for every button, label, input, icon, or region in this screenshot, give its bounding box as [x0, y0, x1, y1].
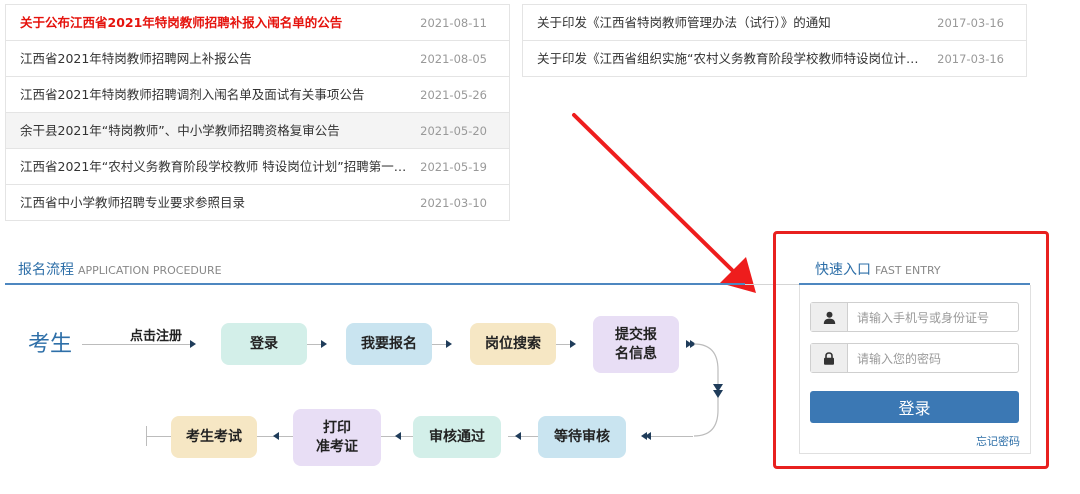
news-item-date: 2021-05-19	[420, 160, 487, 174]
quick-entry-title-en: FAST ENTRY	[875, 264, 941, 277]
news-item[interactable]: 关于印发《江西省特岗教师管理办法（试行）》的通知 2017-03-16	[523, 4, 1026, 41]
forgot-password-link[interactable]: 忘记密码	[976, 435, 1020, 448]
step-print-ticket[interactable]: 打印 准考证	[293, 409, 381, 466]
news-item[interactable]: 关于公布江西省2021年特岗教师招聘补报入闱名单的公告 2021-08-11	[6, 4, 509, 41]
arrow-right-icon	[321, 340, 327, 348]
step-await-review[interactable]: 等待审核	[538, 416, 626, 458]
arrow-left-icon	[395, 432, 401, 440]
flow-connector	[432, 344, 446, 345]
quick-entry-title-underline	[799, 283, 1030, 285]
procedure-title-cn: 报名流程	[18, 262, 74, 278]
arrow-right-icon	[570, 340, 576, 348]
flow-connector	[508, 436, 538, 437]
password-input[interactable]	[855, 348, 1017, 370]
double-arrow-right-icon	[690, 340, 696, 348]
step-take-exam[interactable]: 考生考试	[171, 416, 257, 458]
news-item-date: 2021-05-20	[420, 124, 487, 138]
highlight-frame	[773, 231, 1049, 469]
news-item-date: 2021-03-10	[420, 196, 487, 210]
account-input[interactable]	[855, 307, 1017, 329]
arrow-right-icon	[190, 340, 196, 348]
news-item-title[interactable]: 江西省2021年特岗教师招聘调剂入闱名单及面试有关事项公告	[20, 87, 365, 102]
step-login[interactable]: 登录	[221, 323, 307, 365]
procedure-title-underline	[5, 283, 745, 285]
flow-end-marker	[146, 426, 147, 446]
arrow-left-icon	[273, 432, 279, 440]
double-arrow-left-icon	[641, 432, 647, 440]
lock-icon	[811, 344, 848, 372]
account-field[interactable]	[810, 302, 1019, 332]
arrow-left-icon	[515, 432, 521, 440]
news-item-title[interactable]: 余干县2021年“特岗教师”、中小学教师招聘资格复审公告	[20, 123, 340, 138]
news-item[interactable]: 江西省2021年特岗教师招聘网上补报公告 2021-08-05	[6, 40, 509, 77]
news-list-left: 关于公布江西省2021年特岗教师招聘补报入闱名单的公告 2021-08-11 江…	[5, 4, 510, 221]
news-item[interactable]: 江西省2021年“农村义务教育阶段学校教师 特设岗位计划”招聘第一批入闱名单 2…	[6, 148, 509, 185]
step-submit-info[interactable]: 提交报 名信息	[593, 316, 679, 373]
news-item-title[interactable]: 江西省2021年特岗教师招聘网上补报公告	[20, 51, 252, 66]
news-item[interactable]: 关于印发《江西省组织实施“农村义务教育阶段学校教师特设岗位计划”实施方案》的通知…	[523, 40, 1026, 77]
flow-curve-connector	[693, 343, 723, 437]
flow-connector	[82, 344, 190, 345]
flow-connector	[307, 344, 321, 345]
news-item-title[interactable]: 关于印发《江西省组织实施“农村义务教育阶段学校教师特设岗位计划”实施方案》的通知	[537, 51, 929, 66]
news-item-date: 2021-08-11	[420, 16, 487, 30]
news-item-date: 2017-03-16	[937, 52, 1004, 66]
flow-connector	[146, 436, 172, 437]
double-arrow-left-icon	[645, 432, 651, 440]
news-item-date: 2017-03-16	[937, 16, 1004, 30]
flow-register-label[interactable]: 点击注册	[130, 329, 183, 344]
news-item-date: 2021-05-26	[420, 88, 487, 102]
quick-entry-title: 快速入口 FAST ENTRY	[815, 259, 941, 279]
quick-entry-title-cn: 快速入口	[815, 262, 871, 278]
step-job-search[interactable]: 岗位搜索	[470, 323, 556, 365]
news-item-date: 2021-08-05	[420, 52, 487, 66]
procedure-title: 报名流程 APPLICATION PROCEDURE	[18, 259, 222, 279]
news-item-title[interactable]: 关于印发《江西省特岗教师管理办法（试行）》的通知	[537, 15, 831, 30]
step-review-passed[interactable]: 审核通过	[413, 416, 501, 458]
step-apply[interactable]: 我要报名	[346, 323, 432, 365]
arrow-right-icon	[446, 340, 452, 348]
news-item[interactable]: 江西省中小学教师招聘专业要求参照目录 2021-03-10	[6, 184, 509, 221]
news-item[interactable]: 江西省2021年特岗教师招聘调剂入闱名单及面试有关事项公告 2021-05-26	[6, 76, 509, 113]
user-icon	[811, 303, 848, 331]
double-arrow-right-icon	[686, 340, 692, 348]
flow-connector	[556, 344, 570, 345]
login-button[interactable]: 登录	[810, 391, 1019, 423]
annotation-arrow-icon	[572, 113, 756, 293]
news-item-title[interactable]: 关于公布江西省2021年特岗教师招聘补报入闱名单的公告	[20, 15, 343, 30]
news-item-title[interactable]: 江西省中小学教师招聘专业要求参照目录	[20, 195, 246, 210]
news-list-right: 关于印发《江西省特岗教师管理办法（试行）》的通知 2017-03-16 关于印发…	[522, 4, 1027, 77]
news-item[interactable]: 余干县2021年“特岗教师”、中小学教师招聘资格复审公告 2021-05-20	[6, 112, 509, 149]
procedure-title-en: APPLICATION PROCEDURE	[78, 264, 222, 277]
flow-start-label: 考生	[28, 332, 73, 357]
flow-connector	[651, 436, 693, 437]
password-field[interactable]	[810, 343, 1019, 373]
news-item-title[interactable]: 江西省2021年“农村义务教育阶段学校教师 特设岗位计划”招聘第一批入闱名单	[20, 159, 410, 174]
